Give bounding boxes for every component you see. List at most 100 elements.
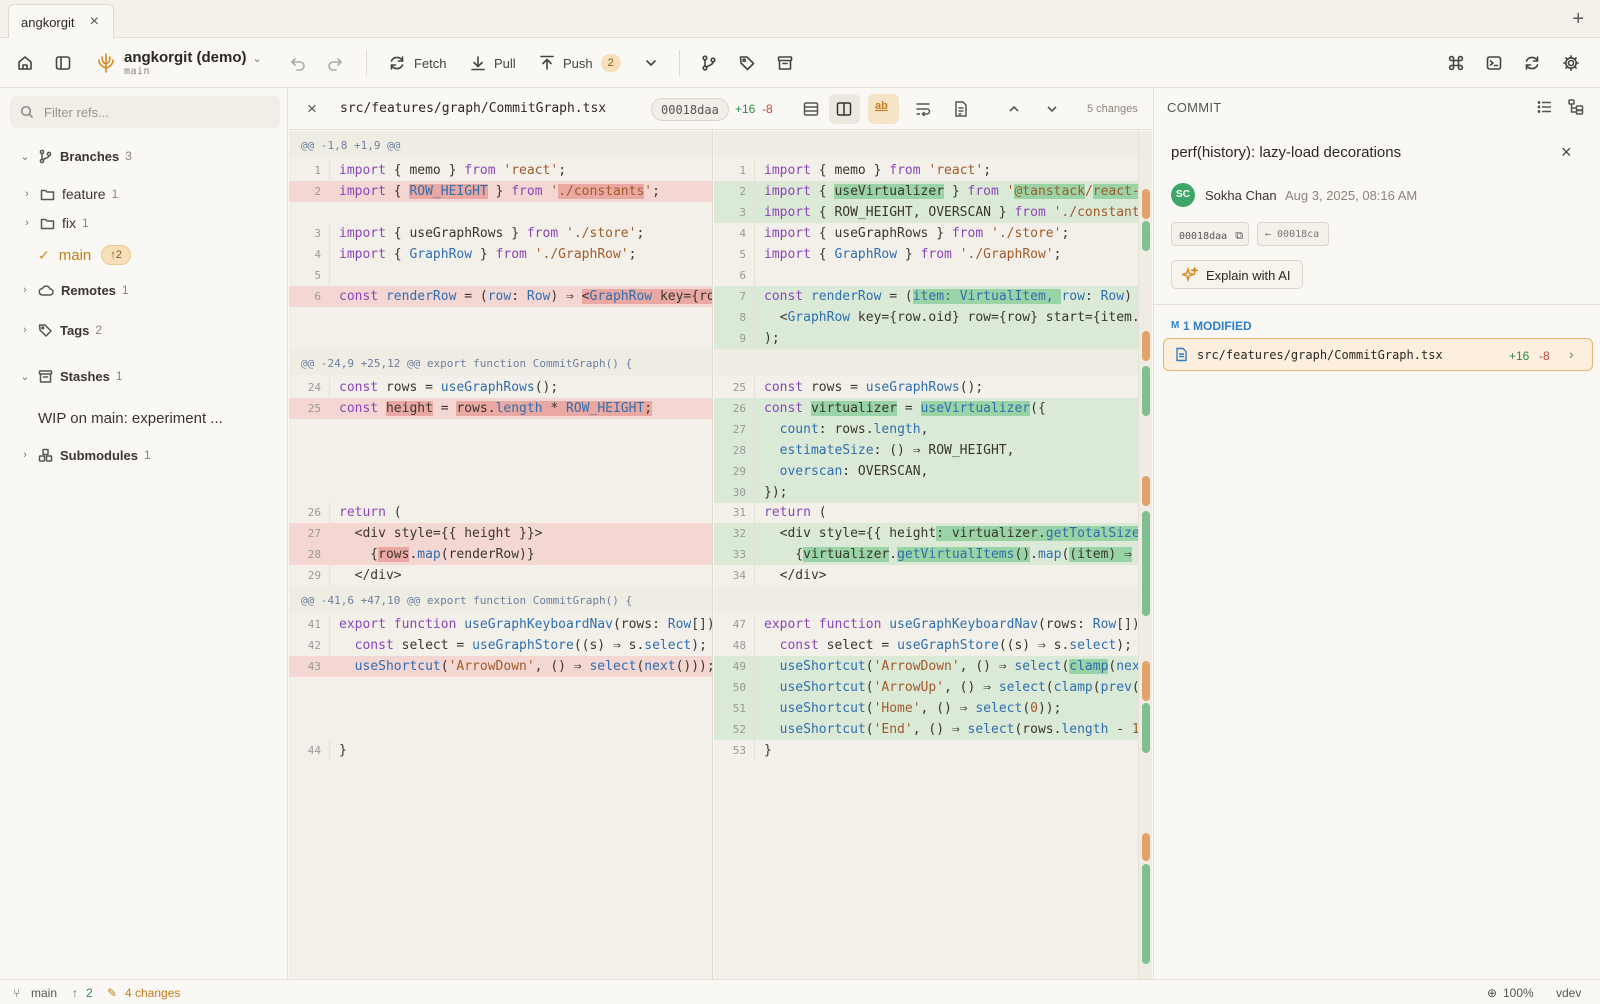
filter-refs-input[interactable]: Filter refs... [10,96,280,128]
scroll-marker-removed[interactable] [1142,833,1150,861]
tag-icon[interactable] [738,38,756,88]
remotes-section-header[interactable]: › Remotes 1 [0,278,288,302]
branch-folder-fix[interactable]: › fix 1 [0,211,288,235]
repo-tab[interactable]: angkorgit × [8,4,114,39]
stash-item[interactable]: WIP on main: experiment ... [0,406,288,430]
terminal-icon[interactable] [1485,38,1503,88]
code-line: import { GraphRow } from './GraphRow'; [764,247,1062,262]
line-number: 31 [714,502,755,523]
diff-scrollbar[interactable] [1138,131,1152,979]
parent-commit-chip[interactable]: ← 00018ca [1257,222,1329,246]
status-branch[interactable]: main [31,986,58,1000]
line-number: 52 [714,719,755,740]
previous-change-icon[interactable] [1007,102,1021,116]
branch-folder-feature[interactable]: › feature 1 [0,182,288,206]
sidebar-toggle-icon[interactable] [54,38,72,88]
new-tab-plus-icon[interactable]: + [1572,8,1584,30]
sync-icon[interactable] [1523,38,1541,88]
commit-hash-chip[interactable]: 00018daa ⧉ [1171,222,1249,246]
close-diff-icon[interactable]: × [307,99,317,118]
folder-fix-label: fix [62,215,76,231]
code-line-added: count: rows.length, [755,419,1138,440]
home-icon[interactable] [16,38,34,88]
file-view-icon[interactable] [952,100,970,118]
repo-name: angkorgit (demo) [124,49,247,66]
split-view-button[interactable] [829,94,860,124]
code-line: import { GraphRow } from './GraphRow'; [339,247,637,262]
fetch-button[interactable]: Fetch [388,38,447,88]
code-line-added: useShortcut('End', () ⇒ select(rows.leng… [755,719,1138,740]
word-diff-button[interactable]: ab [868,94,899,124]
status-bar: ⑂ main ↑ 2 ✎ 4 changes ⊕ 100% vdev [0,979,1600,1004]
pull-button[interactable]: Pull [469,38,516,88]
submodules-section-header[interactable]: › Submodules 1 [0,443,288,467]
folder-icon [40,189,55,200]
hunk-header: @@ -24,9 +25,12 @@ export function Commi… [289,349,712,375]
code-line-added: useShortcut('ArrowDown', () ⇒ select(cla… [755,656,1138,677]
commit-date: Aug 3, 2025, 08:16 AM [1285,188,1418,203]
line-number: 5 [714,244,755,265]
status-env: vdev [1556,986,1582,1000]
close-commit-icon[interactable]: × [1561,142,1572,162]
scroll-marker-added[interactable] [1142,221,1150,251]
branches-label: Branches [60,148,120,164]
branch-item-main[interactable]: ✓ main ↑2 [0,243,288,267]
tags-count: 2 [95,323,103,337]
tags-section-header[interactable]: › Tags 2 [0,318,288,342]
ahead-badge: ↑2 [101,245,131,265]
scroll-marker-added[interactable] [1142,366,1150,416]
code-line-removed: <div style={{ height }}> [330,523,712,544]
close-tab-icon[interactable]: × [89,13,99,30]
stash-item-label: WIP on main: experiment ... [38,409,223,427]
branch-merge-icon[interactable] [700,38,718,88]
chevron-down-icon: ⌄ [20,150,30,163]
explain-with-ai-button[interactable]: Explain with AI [1171,260,1303,289]
scroll-marker-added[interactable] [1142,703,1150,753]
push-options-chevron-icon[interactable] [644,38,658,88]
tree-view-icon[interactable] [1567,98,1585,116]
chevron-right-icon: › [1569,346,1574,362]
archive-stash-icon[interactable] [776,38,794,88]
scroll-marker-removed[interactable] [1142,476,1150,506]
chevron-right-icon: › [25,217,29,229]
folder-fix-count: 1 [82,216,89,230]
diff-file-path: src/features/graph/CommitGraph.tsx [340,101,607,116]
line-number: 29 [289,565,330,586]
line-number: 49 [714,656,755,677]
code-line-added: ); [755,328,1138,349]
line-number: 50 [714,677,755,698]
scroll-marker-added[interactable] [1142,511,1150,616]
commit-section-label: COMMIT [1167,100,1222,115]
unified-view-icon[interactable] [802,100,820,118]
changed-file-row[interactable]: src/features/graph/CommitGraph.tsx +16 -… [1163,338,1593,371]
status-zoom[interactable]: 100% [1503,986,1534,1000]
scroll-marker-added[interactable] [1142,864,1150,964]
undo-icon[interactable] [289,38,307,88]
line-number: 25 [714,377,755,398]
pencil-icon: ✎ [107,986,118,1000]
chevron-right-icon: › [23,284,27,296]
code-line: export function useGraphKeyboardNav(rows… [339,617,713,632]
list-view-icon[interactable] [1536,98,1554,116]
stashes-section-header[interactable]: ⌄ Stashes 1 [0,364,288,388]
scroll-marker-removed[interactable] [1142,189,1150,219]
explain-label: Explain with AI [1206,268,1291,283]
scroll-marker-removed[interactable] [1142,331,1150,361]
branches-section-header[interactable]: ⌄ Branches 3 [0,144,288,168]
changed-file-additions: +16 [1509,349,1530,363]
wrap-lines-icon[interactable] [914,100,932,118]
commit-hash-pill[interactable]: 00018daa [651,98,729,121]
scroll-marker-removed[interactable] [1142,661,1150,701]
next-change-icon[interactable] [1045,102,1059,116]
push-button[interactable]: Push 2 [538,38,621,88]
line-number: 51 [714,698,755,719]
repo-switcher[interactable]: angkorgit (demo)⌄ main [96,38,262,88]
line-number: 29 [714,461,755,482]
status-changes[interactable]: 4 changes [125,986,181,1000]
settings-gear-icon[interactable] [1562,38,1580,88]
redo-icon[interactable] [326,38,344,88]
arrow-up-icon: ↑ [72,986,78,1000]
command-palette-icon[interactable] [1447,38,1465,88]
line-number: 6 [289,286,330,307]
code-line-added: useShortcut('Home', () ⇒ select(0)); [755,698,1138,719]
